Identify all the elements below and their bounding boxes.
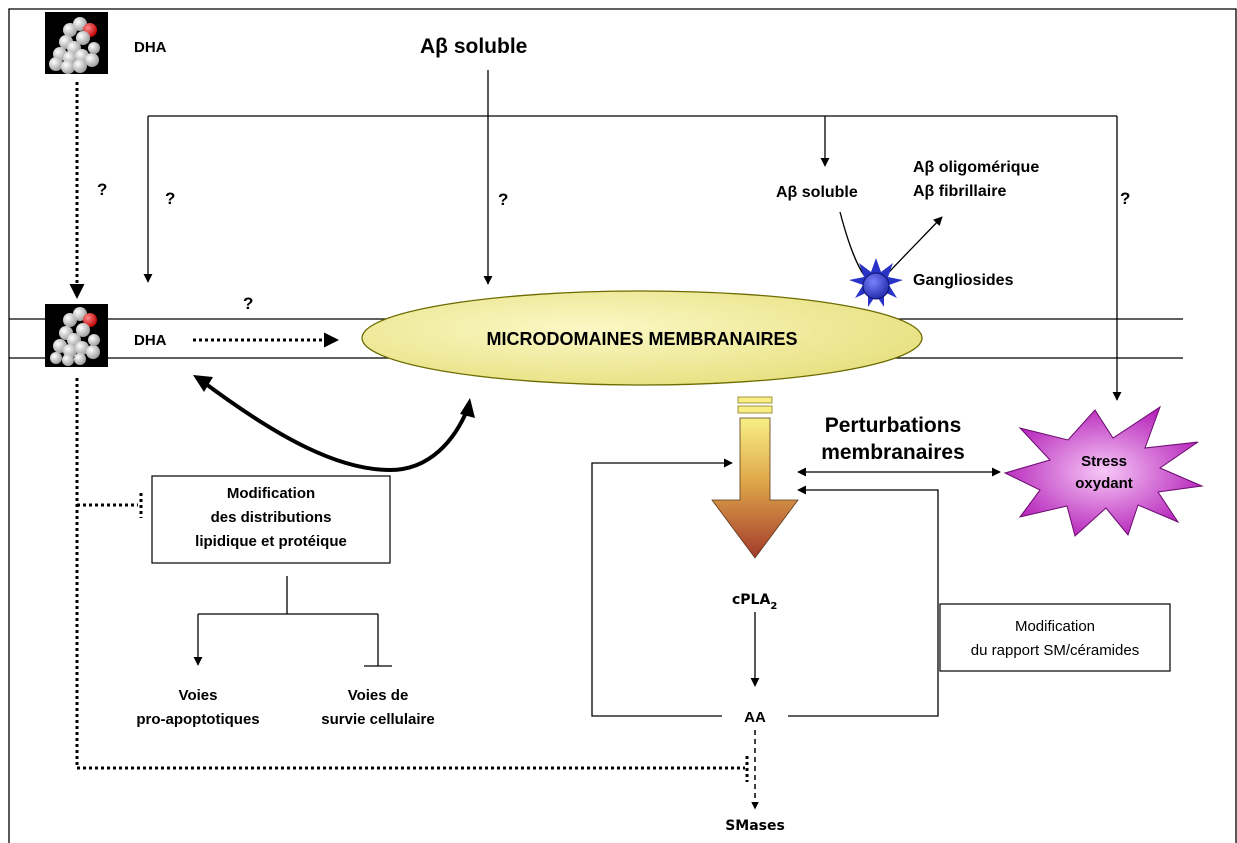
ganglioside-icon [849, 258, 903, 307]
dha-label-membrane: DHA [134, 332, 167, 349]
modification-sm-ceramide-box [939, 603, 1171, 672]
perturbations-label-1: Perturbations [825, 414, 962, 437]
box-left-line-3: lipidique et protéique [195, 533, 347, 550]
pro-apoptotic-label-1: Voies [179, 687, 218, 704]
dha-label-top: DHA [134, 39, 167, 56]
survival-label-1: Voies de [348, 687, 409, 704]
box-left-line-2: des distributions [211, 509, 332, 526]
curved-arrow-head-left [193, 375, 213, 392]
stress-label-1: Stress [1081, 453, 1127, 470]
gangliosides-label: Gangliosides [913, 272, 1014, 289]
question-mark-left: ? [165, 189, 175, 208]
box-left-line-1: Modification [227, 485, 315, 502]
modification-distribution-box [151, 475, 391, 564]
question-mark-dha: ? [97, 180, 107, 199]
question-mark-right: ? [1120, 189, 1130, 208]
microdomains-label: MICRODOMAINES MEMBRANAIRES [486, 329, 797, 349]
cpla2-subscript: 2 [770, 601, 777, 612]
abeta-soluble-right-label: Aβ soluble [776, 184, 858, 201]
microdomains-dha-curved-arrow [196, 376, 470, 473]
dha-molecule-top-icon [45, 12, 108, 74]
aa-label: AA [744, 709, 766, 726]
stress-label-2: oxydant [1075, 475, 1133, 492]
aa-feedback-loop-left [591, 458, 733, 717]
dha-molecule-membrane-icon [45, 304, 108, 367]
cpla2-activation-arrow [711, 396, 799, 559]
curved-arrow-head-right [460, 398, 475, 418]
cpla2-label: cPLA2 [732, 592, 777, 612]
smases-label: SMases [725, 818, 785, 834]
box-right-line-1: Modification [1015, 618, 1095, 635]
abeta-fibrillar-label: Aβ fibrillaire [913, 183, 1006, 200]
box-right-line-2: du rapport SM/céramides [971, 642, 1139, 659]
microdomains-ellipse [361, 290, 923, 386]
question-mark-abeta: ? [498, 190, 508, 209]
figure-frame [8, 8, 1237, 843]
abeta-oligomeric-label: Aβ oligomérique [913, 159, 1039, 176]
oxidative-stress-burst [1003, 405, 1204, 537]
pro-apoptotic-label-2: pro-apoptotiques [136, 711, 259, 728]
cpla2-text: cPLA [732, 592, 770, 608]
survival-label-2: survie cellulaire [321, 711, 434, 728]
perturbations-label-2: membranaires [821, 441, 965, 464]
abeta-soluble-top-label: Aβ soluble [420, 35, 527, 58]
question-mark-dha-microdomains: ? [243, 294, 253, 313]
aa-feedback-loop-right [788, 485, 939, 717]
